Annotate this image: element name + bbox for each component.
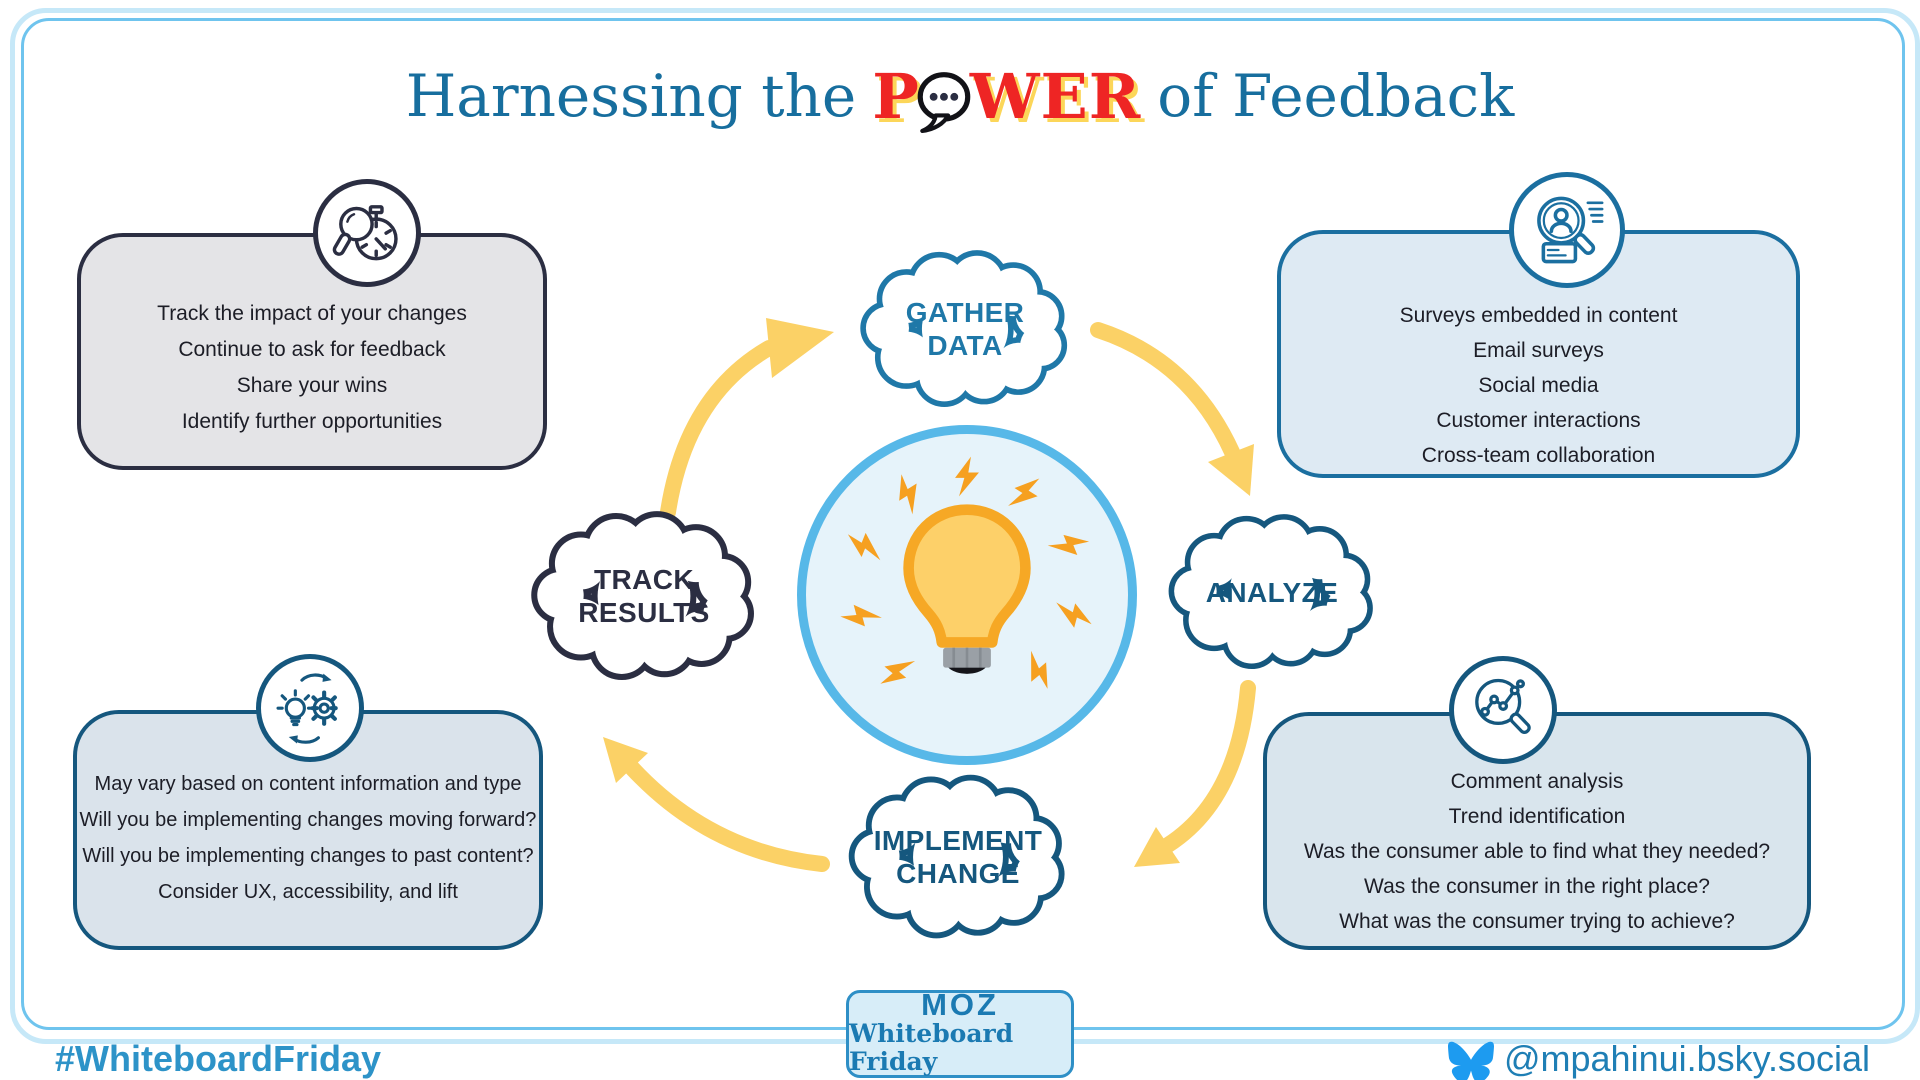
box-line: Was the consumer able to find what they …	[1303, 840, 1771, 863]
cloud-label-line: DATA	[927, 330, 1003, 361]
track-results-box: Track the impact of your changes Continu…	[77, 233, 547, 470]
track-results-label: TRACK RESULTS	[515, 508, 773, 684]
chart-magnifier-icon	[1449, 656, 1557, 764]
cloud-label-line: TRACK	[594, 564, 694, 595]
person-search-icon	[1509, 172, 1625, 288]
box-line: Social media	[1478, 374, 1599, 397]
bluesky-butterfly-icon	[1447, 1041, 1494, 1080]
box-line: Track the impact of your changes	[157, 302, 467, 325]
title-prefix: Harnessing the	[405, 62, 857, 130]
box-line: What was the consumer trying to achieve?	[1339, 910, 1735, 933]
analyze-label: ANALYZE	[1148, 512, 1396, 672]
title-power-wer: WER	[969, 59, 1142, 133]
moz-logo: MOZ	[921, 987, 999, 1022]
implement-change-cloud: IMPLEMENT CHANGE	[833, 772, 1083, 942]
box-line: Trend identification	[1448, 805, 1626, 828]
gather-data-label: GATHER DATA	[843, 248, 1087, 410]
hashtag: #WhiteboardFriday	[55, 1038, 382, 1079]
box-line: Identify further opportunities	[181, 410, 443, 433]
speech-bubble-icon	[917, 72, 971, 133]
box-line: Surveys embedded in content	[1399, 304, 1678, 327]
analyze-cloud: ANALYZE	[1148, 512, 1396, 672]
box-line: Continue to ask for feedback	[178, 338, 446, 361]
idea-circle	[797, 425, 1137, 765]
box-line: Consider UX, accessibility, and lift	[158, 881, 458, 903]
box-line: Was the consumer in the right place?	[1364, 875, 1710, 898]
lightbulb-burst-icon	[838, 456, 1096, 695]
box-line: Comment analysis	[1450, 770, 1624, 793]
box-line: Customer interactions	[1436, 409, 1641, 432]
cloud-label-line: IMPLEMENT	[873, 825, 1043, 856]
page-title: Harnessing the P WER of Feedback	[0, 48, 1920, 144]
box-line: Cross-team collaboration	[1421, 444, 1656, 467]
badge-series-label: Whiteboard Friday	[849, 1019, 1014, 1076]
gather-data-cloud: GATHER DATA	[843, 248, 1087, 410]
cloud-label-line: RESULTS	[578, 597, 710, 628]
bulb-gear-sync-icon	[256, 654, 364, 762]
box-line: Email surveys	[1473, 339, 1604, 362]
cloud-label-line: GATHER	[905, 297, 1025, 328]
title-power-p: P	[872, 59, 920, 133]
magnifier-stopwatch-icon	[313, 179, 421, 287]
box-line: Will you be implementing changes moving …	[79, 809, 537, 831]
box-line: Share your wins	[236, 374, 388, 397]
implement-change-label: IMPLEMENT CHANGE	[833, 772, 1083, 942]
social-handle: @mpahinui.bsky.social	[1503, 1038, 1870, 1079]
title-suffix: of Feedback	[1157, 62, 1515, 130]
box-line: May vary based on content information an…	[94, 773, 522, 795]
cloud-label-line: ANALYZE	[1205, 576, 1339, 608]
track-results-cloud: TRACK RESULTS	[515, 508, 773, 684]
social-handle-row: @mpahinui.bsky.social	[1447, 1038, 1870, 1080]
box-line: Will you be implementing changes to past…	[82, 845, 534, 867]
moz-whiteboard-friday-badge: MOZ Whiteboard Friday	[846, 987, 1074, 1078]
cloud-label-line: CHANGE	[896, 858, 1020, 889]
